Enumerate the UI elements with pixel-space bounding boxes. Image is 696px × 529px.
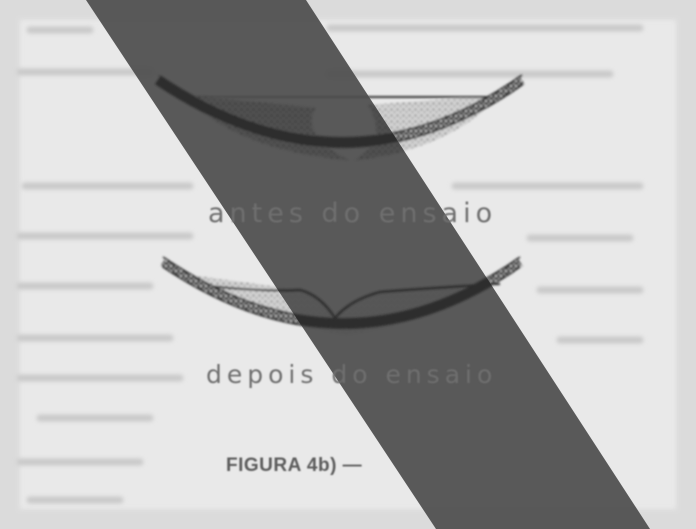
- caption-before-test: antes do ensaio: [208, 198, 497, 229]
- figure-title: FIGURA 4b) —: [226, 455, 362, 477]
- caption-after-test: depois do ensaio: [206, 360, 497, 389]
